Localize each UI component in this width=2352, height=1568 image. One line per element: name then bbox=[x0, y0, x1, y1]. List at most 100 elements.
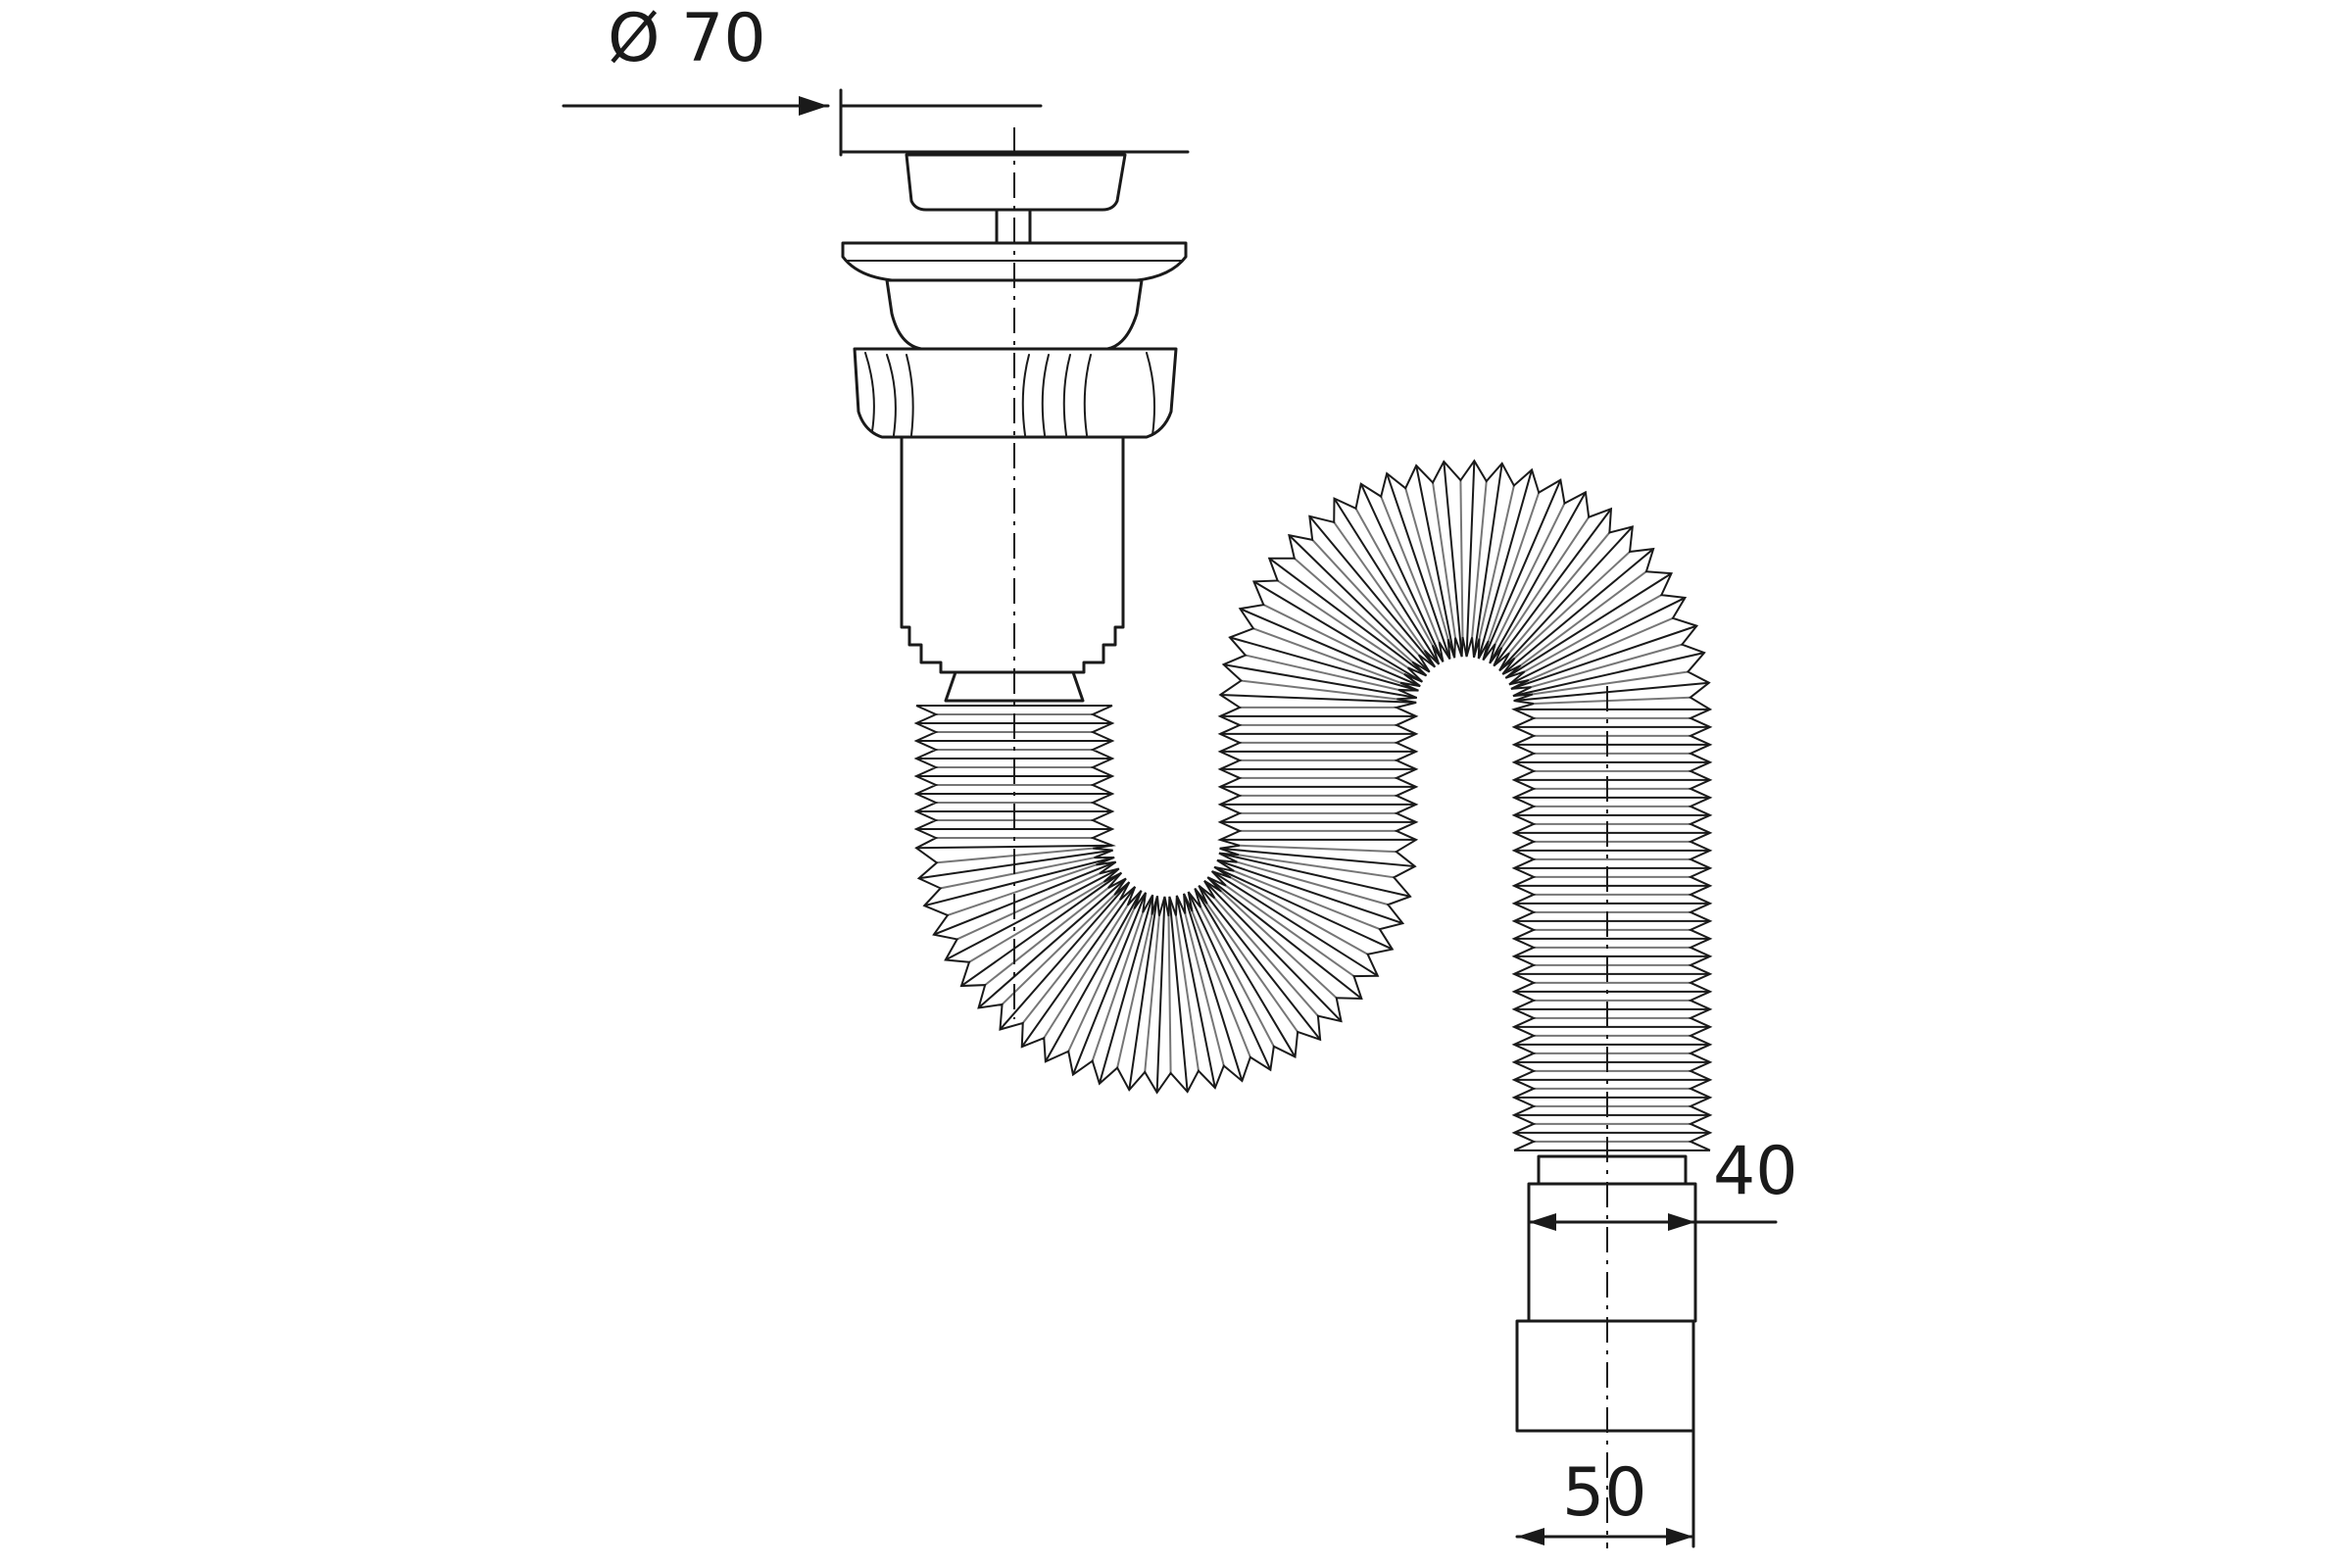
hose-rib-valley bbox=[1021, 899, 1121, 1024]
hose-rib-valley bbox=[1528, 616, 1674, 681]
dimension-arrow-right bbox=[1666, 1528, 1693, 1545]
hose-rib-valley bbox=[1237, 860, 1389, 906]
dimension-label-40: 40 bbox=[1713, 1133, 1798, 1210]
hose-rib bbox=[1229, 636, 1419, 692]
hose-rib bbox=[1477, 469, 1534, 660]
outlet-pipe bbox=[1527, 1182, 1697, 1323]
hose-rib-valley bbox=[956, 872, 1101, 941]
hose-rib-valley bbox=[1354, 508, 1434, 646]
nut-rib bbox=[1083, 354, 1092, 436]
hose-rib-valley bbox=[1311, 539, 1420, 657]
hose-rib bbox=[916, 844, 1113, 850]
hose-rib-valley bbox=[1333, 521, 1426, 652]
hose-rib bbox=[1443, 461, 1463, 658]
hose-rib bbox=[1501, 548, 1654, 675]
hose-rib bbox=[1072, 892, 1147, 1075]
hose-rib bbox=[960, 871, 1122, 987]
hose-rib bbox=[1359, 483, 1445, 662]
tailpiece bbox=[900, 435, 1125, 674]
dimension-label-50: 50 bbox=[1562, 1454, 1647, 1532]
hose-rib-valley bbox=[1200, 906, 1275, 1048]
nut-rib bbox=[1062, 354, 1071, 436]
nut-rib bbox=[1041, 354, 1050, 436]
outlet-fitting bbox=[1515, 1154, 1697, 1433]
hose-rib-valley bbox=[1144, 915, 1160, 1073]
hose-rib bbox=[1220, 694, 1417, 704]
hose-rib bbox=[1206, 876, 1362, 1000]
nut-rib bbox=[906, 354, 914, 436]
hose-rib bbox=[977, 877, 1127, 1009]
hose-rib bbox=[1203, 880, 1343, 1022]
dimension-hose-40: 40 bbox=[1527, 1133, 1798, 1231]
hose-rib-valley bbox=[1277, 579, 1409, 669]
hose-rib bbox=[1498, 525, 1634, 672]
hose-rib-valley bbox=[1294, 558, 1413, 663]
strainer-cup bbox=[905, 153, 1127, 212]
hose-rib-valley bbox=[1174, 915, 1200, 1071]
hose-rib-valley bbox=[1524, 594, 1662, 673]
hose-rib-valley bbox=[1220, 890, 1338, 999]
hose-rib-valley bbox=[1380, 496, 1441, 643]
hose-rib-valley bbox=[1167, 915, 1172, 1073]
hose-rib bbox=[1213, 865, 1394, 951]
hose-rib bbox=[1239, 608, 1421, 688]
hose-rib bbox=[1219, 847, 1415, 868]
hose-rib bbox=[1504, 572, 1673, 679]
hose-rib bbox=[1128, 896, 1158, 1091]
hose-rib bbox=[1216, 858, 1403, 925]
hose-rib-valley bbox=[1404, 487, 1449, 640]
hose-rib-valley bbox=[968, 881, 1104, 963]
hose-rib-valley bbox=[1205, 903, 1298, 1033]
hose-rib bbox=[1493, 508, 1612, 667]
hose-rib-valley bbox=[1091, 911, 1145, 1061]
hose-rib bbox=[1308, 515, 1436, 668]
hose-rib-valley bbox=[1513, 551, 1631, 660]
nut-rib bbox=[1021, 354, 1030, 436]
hose-rib bbox=[1198, 885, 1321, 1041]
hose-rib-valley bbox=[1487, 492, 1541, 642]
hose-rib bbox=[945, 867, 1120, 961]
hose-rib bbox=[1288, 534, 1431, 673]
dimension-arrow-left bbox=[1529, 1213, 1556, 1231]
hose-rib bbox=[1268, 557, 1428, 677]
hose-rib bbox=[1098, 894, 1154, 1084]
hose-rib bbox=[1513, 681, 1709, 703]
hose-rib bbox=[999, 881, 1131, 1031]
hose-rib-valley bbox=[1262, 604, 1405, 675]
hose-rib bbox=[1168, 896, 1189, 1093]
hose-rib bbox=[1333, 498, 1441, 665]
hose-rib-valley bbox=[1043, 905, 1129, 1039]
hose-rib bbox=[1473, 463, 1503, 658]
hose-rib bbox=[933, 860, 1116, 936]
hose-rib-valley bbox=[1459, 480, 1464, 638]
hose-rib bbox=[1175, 895, 1216, 1089]
hose-rib-valley bbox=[1432, 482, 1456, 638]
hose-rib-valley bbox=[1520, 570, 1647, 666]
hose-rib-valley bbox=[1116, 914, 1153, 1068]
hose-rib-valley bbox=[1252, 627, 1401, 684]
hose-rib bbox=[1044, 890, 1143, 1062]
hose-rib-valley bbox=[1508, 531, 1611, 655]
dimension-diameter-70: Ø 70 bbox=[562, 0, 1190, 157]
hose-rib-valley bbox=[984, 887, 1109, 986]
hose-rib-valley bbox=[1471, 480, 1488, 638]
hose-rib bbox=[1508, 597, 1686, 686]
hose-rib bbox=[1155, 896, 1166, 1093]
hose-rib-valley bbox=[1494, 503, 1566, 645]
hose-rib-valley bbox=[1225, 884, 1355, 977]
hose-rib-valley bbox=[1532, 670, 1689, 696]
hose-rib-valley bbox=[1531, 643, 1683, 689]
hose-rib bbox=[918, 849, 1113, 880]
hose-rib-valley bbox=[940, 857, 1095, 890]
hose-rib bbox=[1252, 580, 1423, 683]
nut-rib bbox=[886, 354, 897, 436]
hose-rib bbox=[1386, 472, 1451, 660]
nut-rib bbox=[1146, 352, 1155, 436]
hose-rib-valley bbox=[1001, 894, 1115, 1005]
hose-rib-valley bbox=[1239, 844, 1396, 854]
hose-rib-valley bbox=[1245, 654, 1399, 691]
drain-body bbox=[841, 153, 1188, 703]
hose-rib bbox=[1211, 870, 1379, 977]
hose-rib-valley bbox=[1184, 913, 1225, 1066]
hose-rib-valley bbox=[1533, 696, 1690, 705]
